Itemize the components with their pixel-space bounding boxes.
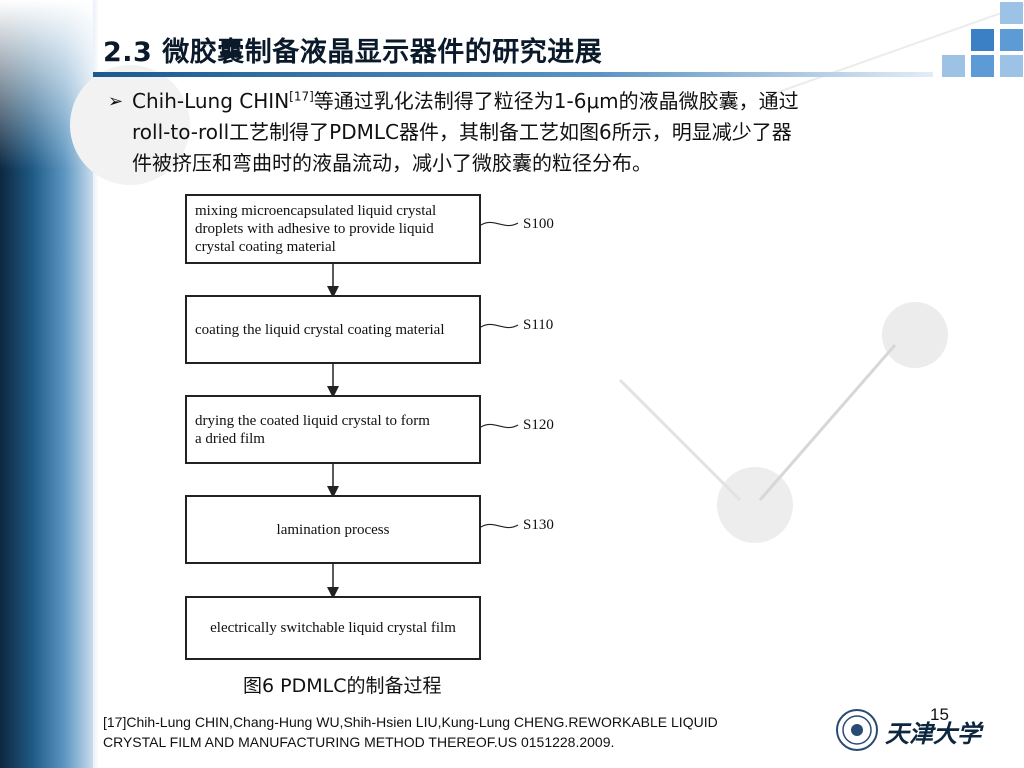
bullet-text: Chih-Lung CHIN[17]等通过乳化法制得了粒径为1-6μm的液晶微胶… bbox=[132, 86, 968, 179]
bullet-line3: 件被挤压和弯曲时的液晶流动，减小了微胶囊的粒径分布。 bbox=[132, 151, 652, 175]
deco-square bbox=[1000, 2, 1023, 24]
deco-square bbox=[971, 29, 994, 51]
step-text: drying the coated liquid crystal to form bbox=[195, 412, 430, 429]
process-flowchart: mixing microencapsulated liquid crystal … bbox=[156, 181, 573, 665]
reference-line: CRYSTAL FILM AND MANUFACTURING METHOD TH… bbox=[103, 734, 615, 750]
step-text: electrically switchable liquid crystal f… bbox=[210, 620, 456, 636]
flow-step-s100: mixing microencapsulated liquid crystal … bbox=[185, 194, 481, 264]
university-seal-icon bbox=[836, 709, 878, 751]
step-text: coating the liquid crystal coating mater… bbox=[195, 321, 445, 338]
flow-step-s130: lamination process bbox=[185, 495, 481, 564]
step-text: crystal coating material bbox=[195, 239, 336, 255]
reference-line: [17]Chih-Lung CHIN,Chang-Hung WU,Shih-Hs… bbox=[103, 714, 718, 730]
flow-step-final: electrically switchable liquid crystal f… bbox=[185, 596, 481, 660]
step-text: mixing microencapsulated liquid crystal bbox=[195, 203, 437, 219]
step-text: lamination process bbox=[276, 521, 390, 538]
step-label: S100 bbox=[523, 216, 554, 232]
step-label: S120 bbox=[523, 417, 554, 433]
citation-superscript: [17] bbox=[289, 89, 314, 104]
bullet-line1-rest: 等通过乳化法制得了粒径为1-6μm的液晶微胶囊，通过 bbox=[313, 89, 799, 113]
university-name-logo: 天津大学 bbox=[885, 719, 984, 748]
page-number: 15 bbox=[930, 705, 949, 724]
flow-step-s120: drying the coated liquid crystal to form… bbox=[185, 395, 481, 464]
slide-title: 2.3 微胶囊制备液晶显示器件的研究进展 bbox=[103, 37, 603, 68]
deco-square bbox=[1000, 29, 1023, 51]
bullet-arrow-icon: ➢ bbox=[108, 91, 124, 112]
left-bar-edge bbox=[93, 0, 99, 768]
bullet-paragraph: ➢ Chih-Lung CHIN[17]等通过乳化法制得了粒径为1-6μm的液晶… bbox=[108, 86, 968, 179]
flowchart-connectors bbox=[327, 221, 519, 599]
step-text: a dried film bbox=[195, 430, 265, 447]
svg-text:天津大学: 天津大学 bbox=[885, 719, 984, 748]
title-underline-bar bbox=[93, 72, 933, 77]
bullet-line2: roll-to-roll工艺制得了PDMLC器件，其制备工艺如图6所示，明显减少… bbox=[132, 120, 792, 144]
deco-square bbox=[942, 55, 965, 77]
step-label: S130 bbox=[523, 517, 554, 533]
bullet-author: Chih-Lung CHIN bbox=[132, 89, 290, 113]
reference-footnote: [17]Chih-Lung CHIN,Chang-Hung WU,Shih-Hs… bbox=[103, 712, 863, 752]
step-label: S110 bbox=[523, 317, 554, 333]
deco-square bbox=[1000, 55, 1023, 77]
step-text: droplets with adhesive to provide liquid bbox=[195, 221, 434, 237]
figure-caption: 图6 PDMLC的制备过程 bbox=[243, 675, 442, 697]
flow-step-s110: coating the liquid crystal coating mater… bbox=[185, 295, 481, 364]
deco-square bbox=[971, 55, 994, 77]
